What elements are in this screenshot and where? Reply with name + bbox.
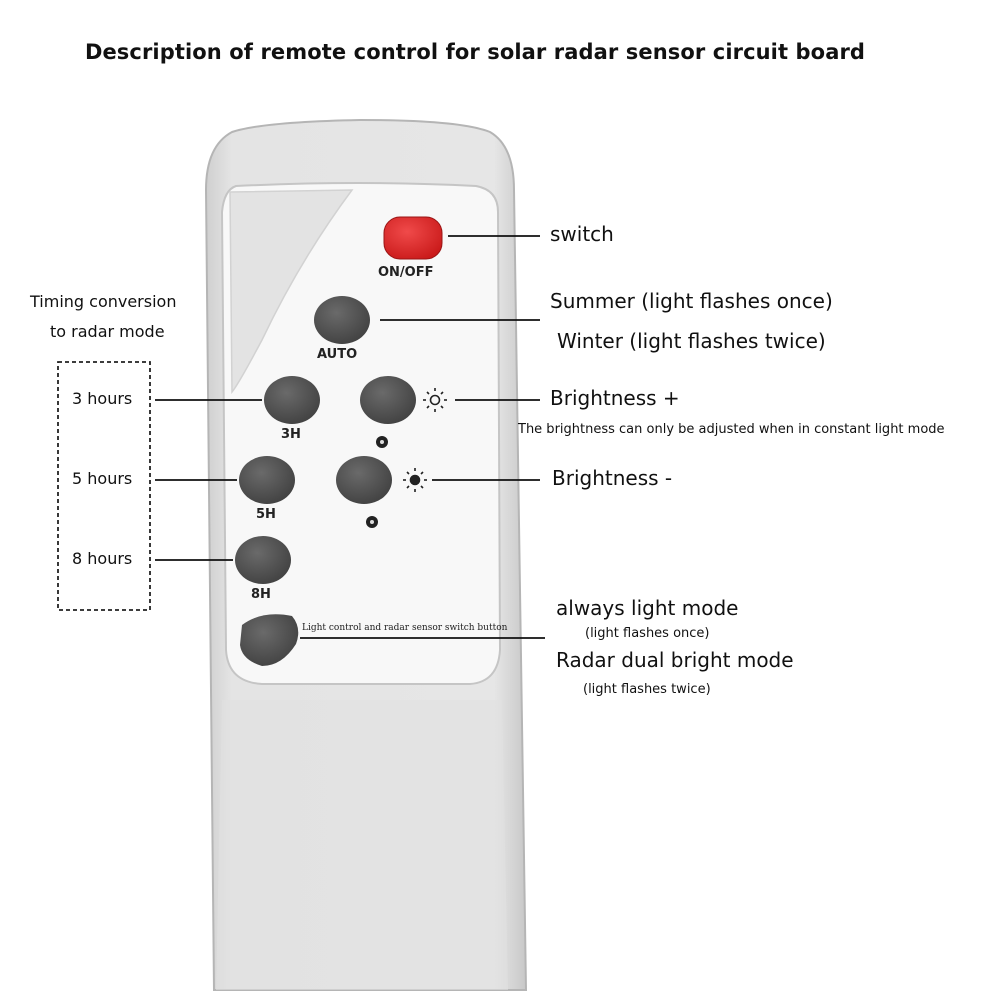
summer-callout: Summer (light flashes once)	[550, 289, 833, 313]
light-control-button[interactable]	[240, 614, 299, 666]
5h-button[interactable]	[239, 456, 295, 504]
timing-5-hours: 5 hours	[72, 469, 133, 488]
5h-label: 5H	[256, 507, 276, 522]
3h-button[interactable]	[264, 376, 320, 424]
timing-header-line1: Timing conversion	[30, 292, 177, 311]
light-control-label: Light control and radar sensor switch bu…	[302, 623, 508, 633]
8h-label: 8H	[251, 587, 271, 602]
radar-dual-sub: (light flashes twice)	[583, 682, 711, 697]
brightness-minus-callout: Brightness -	[552, 466, 673, 490]
brightness-note: The brightness can only be adjusted when…	[518, 422, 945, 437]
8h-button[interactable]	[235, 536, 291, 584]
auto-label: AUTO	[317, 347, 358, 362]
winter-callout: Winter (light flashes twice)	[557, 329, 826, 353]
on-off-button[interactable]	[383, 216, 443, 260]
radar-dual-callout: Radar dual bright mode	[556, 648, 794, 672]
sun-icon	[423, 388, 447, 412]
auto-button[interactable]	[314, 296, 370, 344]
control-panel	[220, 182, 502, 685]
sun-dim-icon	[403, 468, 427, 492]
brightness-plus-callout: Brightness +	[550, 386, 680, 410]
brightness-plus-button[interactable]	[360, 376, 416, 424]
3h-label: 3H	[281, 427, 301, 442]
on-off-label: ON/OFF	[378, 265, 434, 280]
page-title: Description of remote control for solar …	[84, 40, 866, 64]
brightness-minus-button[interactable]	[336, 456, 392, 504]
switch-callout: switch	[550, 222, 614, 246]
timing-8-hours: 8 hours	[72, 549, 133, 568]
always-light-sub: (light flashes once)	[585, 626, 710, 641]
timing-3-hours: 3 hours	[72, 389, 133, 408]
panel-wedge	[229, 189, 354, 395]
timing-header-line2: to radar mode	[50, 322, 165, 341]
timing-bracket	[57, 361, 151, 611]
callout-lines	[155, 235, 545, 639]
always-light-callout: always light mode	[556, 596, 739, 620]
